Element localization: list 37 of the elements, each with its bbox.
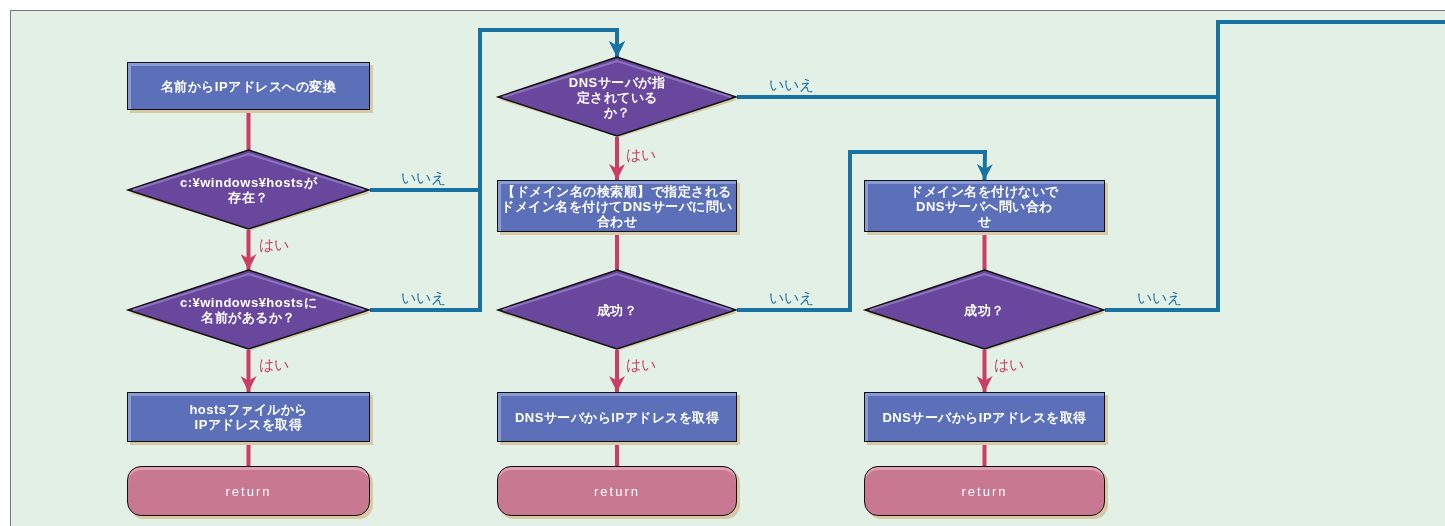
terminator-box: return <box>864 466 1105 516</box>
process-box: ドメイン名を付けないでDNSサーバへ問い合わせ <box>864 180 1105 232</box>
process-box: 【ドメイン名の検索順】で指定されるドメイン名を付けてDNSサーバに問い合わせ <box>497 180 737 232</box>
arrow <box>240 230 257 270</box>
edge-label: いいえ <box>400 289 447 306</box>
edge-label: いいえ <box>768 76 815 93</box>
arrow <box>240 350 257 392</box>
terminator-box: return <box>497 466 737 516</box>
process-box: DNSサーバからIPアドレスを取得 <box>864 392 1105 442</box>
decision-diamond: DNSサーバが指定されているか？ <box>497 57 737 137</box>
arrow <box>609 137 625 180</box>
connector-line <box>982 232 987 270</box>
connector-line <box>246 110 251 150</box>
edge-label: はい <box>258 236 290 253</box>
connector-line <box>982 442 987 466</box>
connector-line <box>615 232 619 270</box>
edge-label: いいえ <box>1136 289 1183 306</box>
process-box: DNSサーバからIPアドレスを取得 <box>497 392 737 442</box>
arrow <box>609 350 625 392</box>
edge-label: はい <box>625 146 657 163</box>
connector-line <box>246 442 251 466</box>
arrow <box>737 150 993 312</box>
decision-diamond: c:¥windows¥hostsに名前があるか？ <box>127 270 370 350</box>
edge-label: いいえ <box>400 169 447 186</box>
arrow <box>976 350 993 392</box>
edge-label: はい <box>625 356 657 373</box>
decision-diamond: c:¥windows¥hostsが存在？ <box>127 150 370 230</box>
connector-line <box>615 442 619 466</box>
process-box: 名前からIPアドレスへの変換 <box>127 62 370 110</box>
decision-diamond: 成功？ <box>864 270 1105 350</box>
process-box: hostsファイルからIPアドレスを取得 <box>127 392 370 442</box>
edge-label: はい <box>258 356 290 373</box>
edge-label: はい <box>993 356 1025 373</box>
terminator-box: return <box>127 466 370 516</box>
arrow <box>370 28 625 312</box>
edge-label: いいえ <box>768 289 815 306</box>
decision-diamond: 成功？ <box>497 270 737 350</box>
